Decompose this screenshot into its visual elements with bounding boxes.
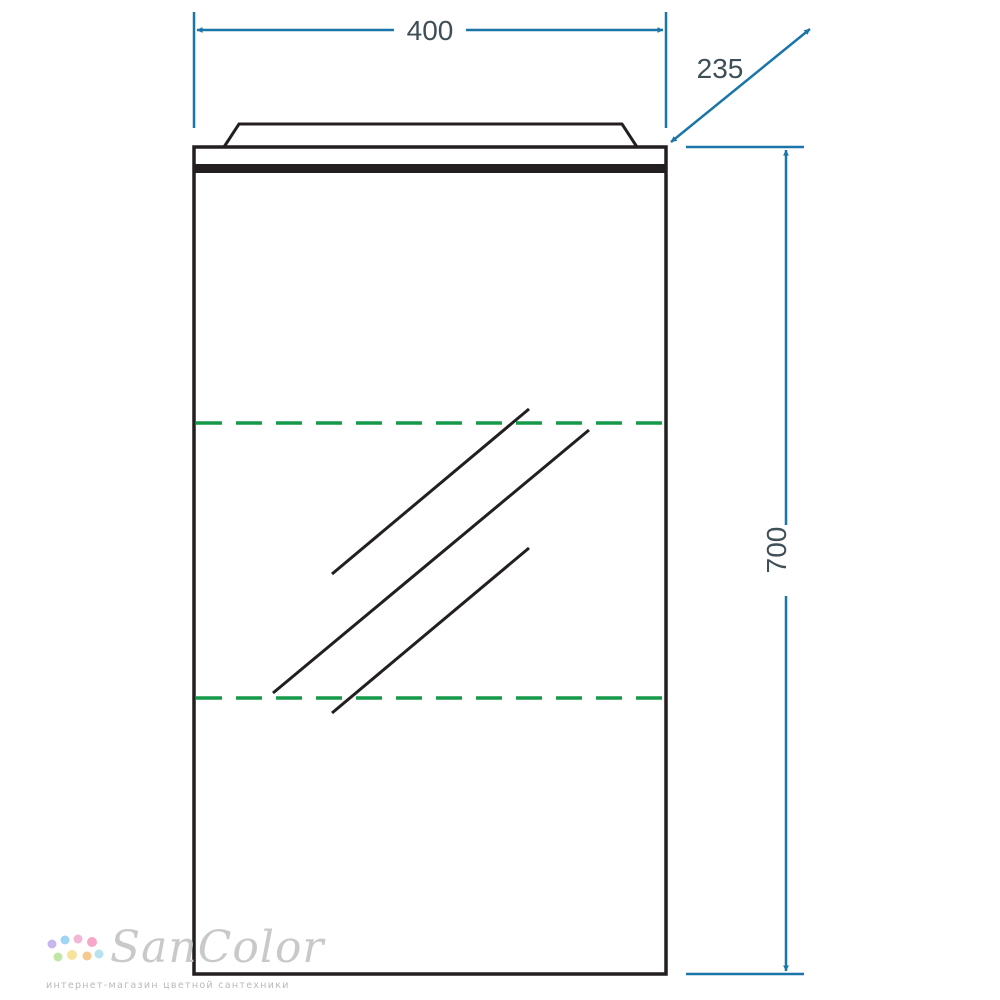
glint-line-bottom xyxy=(331,546,530,715)
height-label: 700 xyxy=(761,527,792,574)
mirror-glint xyxy=(272,407,590,715)
width-label: 400 xyxy=(407,15,454,46)
cabinet xyxy=(192,122,668,976)
colored-dots-icon xyxy=(47,934,104,962)
top-band xyxy=(194,164,666,173)
depth-dimension: 235 xyxy=(670,28,811,143)
glint-line-middle xyxy=(272,428,590,695)
watermark-tagline: интернет-магазин цветной сантехники xyxy=(46,980,290,991)
depth-label: 235 xyxy=(697,53,744,84)
watermark: SanColor интернет-магазин цветной сантех… xyxy=(44,922,323,994)
watermark-brand: SanColor xyxy=(110,922,325,973)
height-dimension: 700 xyxy=(686,145,804,976)
cabinet-body xyxy=(192,145,668,976)
top-light-fixture xyxy=(222,122,639,148)
width-dimension: 400 xyxy=(192,12,668,128)
glint-line-top xyxy=(331,407,530,576)
depth-arrow xyxy=(670,28,811,143)
